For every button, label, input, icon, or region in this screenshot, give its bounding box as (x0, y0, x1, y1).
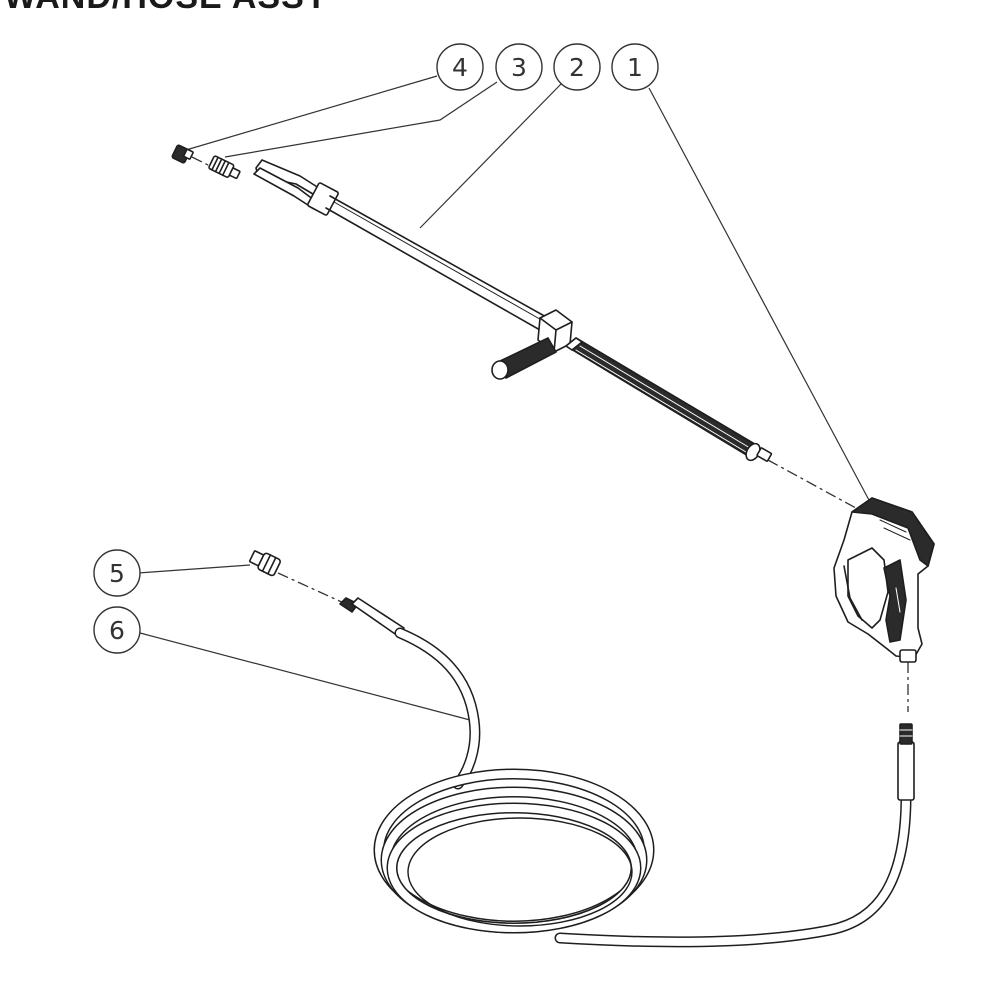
callout-6-number: 6 (109, 616, 125, 645)
callout-3: 3 (495, 43, 543, 91)
centerline-fitting-hose (277, 572, 347, 605)
callout-4-number: 4 (452, 53, 468, 82)
callout-bubbles: 4 3 2 1 5 6 (93, 43, 659, 654)
trigger-gun (833, 497, 935, 663)
spray-nozzle (171, 144, 194, 164)
leader-line-4 (185, 75, 438, 151)
hose-coils (373, 768, 655, 934)
callout-2: 2 (553, 43, 601, 91)
page-title: WAND/HOSE ASSY (4, 0, 328, 17)
leader-line-6 (139, 632, 471, 721)
leader-lines (137, 75, 871, 721)
callout-5-number: 5 (109, 559, 125, 588)
callout-6: 6 (93, 606, 141, 654)
callout-1: 1 (611, 43, 659, 91)
leader-line-2 (419, 82, 563, 229)
callout-1-number: 1 (627, 53, 643, 82)
lance-wand (253, 159, 773, 462)
assembly-centerlines (191, 156, 909, 712)
callout-4: 4 (436, 43, 484, 91)
hose-fitting (248, 550, 281, 577)
leader-line-5 (137, 564, 251, 574)
callout-5: 5 (93, 549, 141, 597)
leader-line-1 (648, 87, 871, 503)
callout-3-number: 3 (511, 53, 527, 82)
callout-2-number: 2 (569, 53, 585, 82)
high-pressure-hose (339, 597, 915, 948)
quick-connect-coupler (208, 155, 241, 180)
centerline-nozzle (191, 156, 213, 168)
leader-line-3 (224, 81, 498, 158)
centerline-wand-gun (767, 459, 866, 514)
